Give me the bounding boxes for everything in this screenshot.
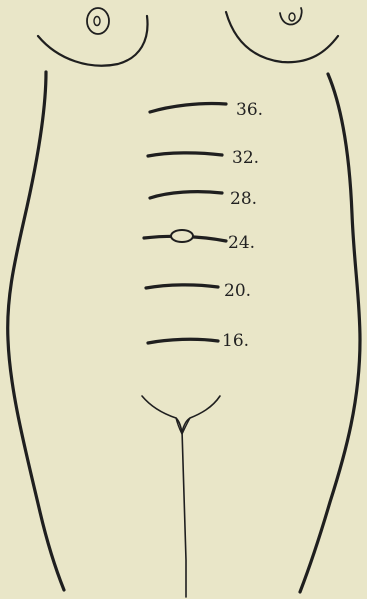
label-20: 20. (224, 281, 251, 301)
label-32: 32. (232, 148, 259, 168)
label-24: 24. (228, 233, 255, 253)
umbilicus (171, 230, 193, 242)
label-36: 36. (236, 100, 263, 120)
label-16: 16. (222, 331, 249, 351)
label-28: 28. (230, 189, 257, 209)
